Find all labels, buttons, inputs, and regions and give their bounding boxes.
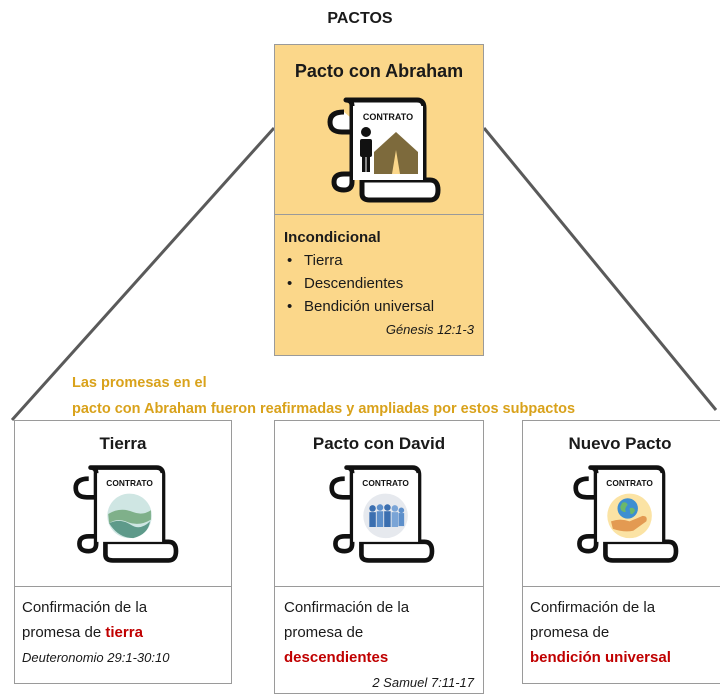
card-scroll-label: CONTRATO [106,478,153,488]
promise-item: Tierra [284,249,480,272]
promise-note-line2: pacto con Abraham fueron reafirmadas y a… [72,401,576,417]
card-reference: 2 Samuel 7:11-17 [372,675,474,690]
promise-item: Descendientes [284,272,480,295]
card-text: Confirmación de la promesa de descendien… [284,595,480,695]
card-text-prefix: promesa de [22,624,102,641]
card-text: Confirmación de la promesa de tierra Deu… [22,595,232,670]
condition-label: Incondicional [284,229,381,246]
promise-list: Tierra Descendientes Bendición universal [284,249,480,318]
main-divider [275,214,483,215]
card-highlight: tierra [105,624,143,641]
tent-icon [374,132,418,174]
card-title: Pacto con David [312,434,446,453]
card-scroll-icon: CONTRATO [73,465,179,563]
card-text-line: Confirmación de la [22,599,148,616]
card-divider [523,586,720,587]
main-info: Incondicional Tierra Descendientes Bendi… [284,226,480,341]
main-reference: Génesis 12:1-3 [385,322,474,337]
card-scroll-label: CONTRATO [362,478,409,488]
person-icon [360,127,372,172]
globe-hand-icon [607,493,652,539]
card-scroll-icon: CONTRATO [329,465,435,563]
promise-note: Las promesas en el pacto con Abraham fue… [72,370,575,422]
card-text-line: Confirmación de la [530,599,656,616]
promise-item: Bendición universal [284,295,480,318]
card-divider [275,586,483,587]
card-title: Tierra [99,434,147,453]
card-title: Nuevo Pacto [568,434,672,453]
card-text-prefix: promesa de [284,624,364,641]
card-text-prefix: promesa de [530,624,610,641]
main-scroll-icon: CONTRATO [327,97,441,203]
main-scroll-label: CONTRATO [363,112,413,122]
card-scroll-label: CONTRATO [606,478,653,488]
connector-left [10,126,276,422]
card-divider [15,586,231,587]
card-text-line: Confirmación de la [284,599,410,616]
card-text-line: promesa de tierra [22,620,232,645]
landscape-icon [107,493,152,539]
diagram-title: PACTOS [327,10,393,27]
card-text: Confirmación de la promesa de bendición … [530,595,720,670]
people-icon [363,493,408,539]
promise-note-line1: Las promesas en el [72,375,207,391]
card-highlight: descendientes [284,649,389,666]
connector-right [482,127,718,411]
main-covenant-title: Pacto con Abraham [294,61,464,81]
card-reference: Deuteronomio 29:1-30:10 [22,650,170,665]
card-scroll-icon: CONTRATO [573,465,679,563]
card-highlight: bendición universal [530,649,671,666]
